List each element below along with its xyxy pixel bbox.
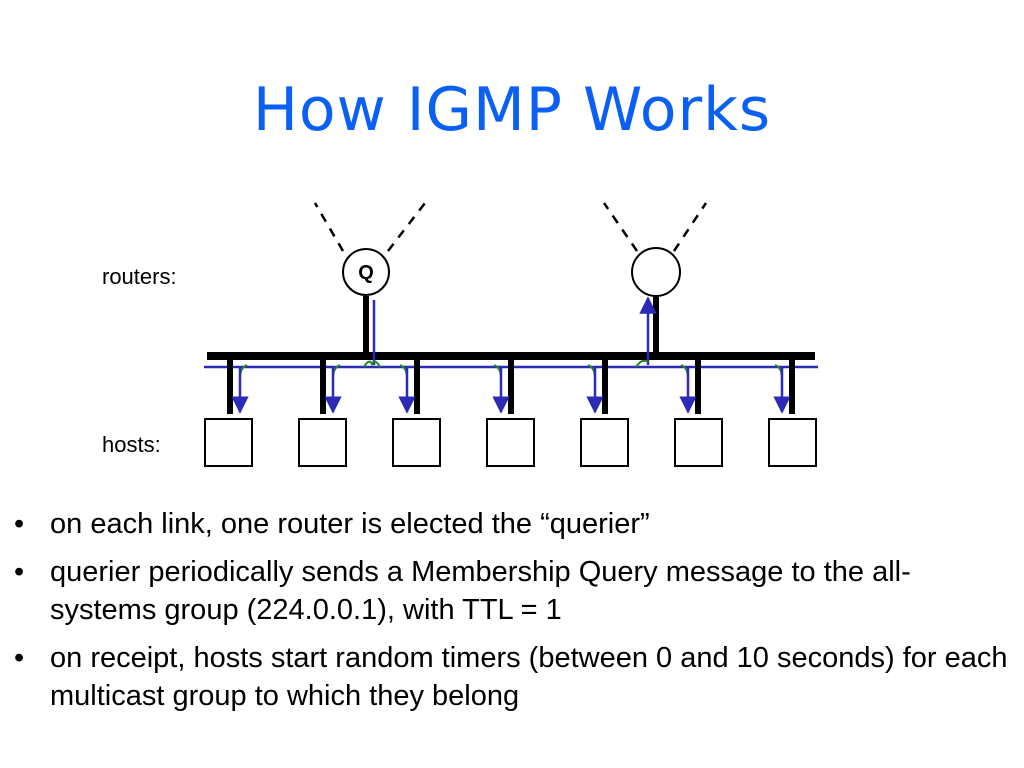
host-drop-3 [398, 356, 420, 414]
uplink-q-right [387, 202, 426, 252]
querier-label: Q [358, 262, 374, 284]
uplink-r2-right [672, 202, 708, 252]
bullet-marker: • [14, 508, 25, 540]
bullet-item: • on each link, one router is elected th… [14, 505, 1014, 543]
host-1 [204, 418, 253, 467]
hosts-label: hosts: [102, 432, 161, 457]
host-5 [580, 418, 629, 467]
host-drop-1 [227, 356, 249, 414]
uplink-q-left [313, 202, 345, 252]
host-2 [298, 418, 347, 467]
bullet-text: on each link, one router is elected the … [50, 508, 650, 540]
igmp-topology-diagram: routers: hosts: Q [102, 202, 818, 467]
slide-title: How IGMP Works [252, 75, 772, 145]
bullet-text: querier periodically sends a Membership … [50, 556, 911, 626]
host-drop-6 [679, 356, 701, 414]
host-drop-7 [773, 356, 795, 414]
host-drop-4 [492, 356, 514, 414]
uplink-r2-left [602, 202, 639, 252]
bullet-list: • on each link, one router is elected th… [14, 505, 1014, 725]
host-drop-2 [320, 356, 342, 414]
host-3 [392, 418, 441, 467]
report-mark-r2 [635, 359, 649, 368]
bullet-item: • querier periodically sends a Membershi… [14, 553, 1014, 629]
bullet-marker: • [14, 642, 25, 674]
host-7 [768, 418, 817, 467]
report-mark-center [363, 360, 381, 368]
querier-router [342, 248, 390, 296]
router-2 [631, 247, 681, 297]
host-4 [486, 418, 535, 467]
bullet-text: on receipt, hosts start random timers (b… [50, 642, 1008, 712]
bullet-marker: • [14, 556, 25, 588]
host-drop-5 [586, 356, 608, 414]
host-6 [674, 418, 723, 467]
routers-label: routers: [102, 264, 177, 289]
bullet-item: • on receipt, hosts start random timers … [14, 639, 1014, 715]
